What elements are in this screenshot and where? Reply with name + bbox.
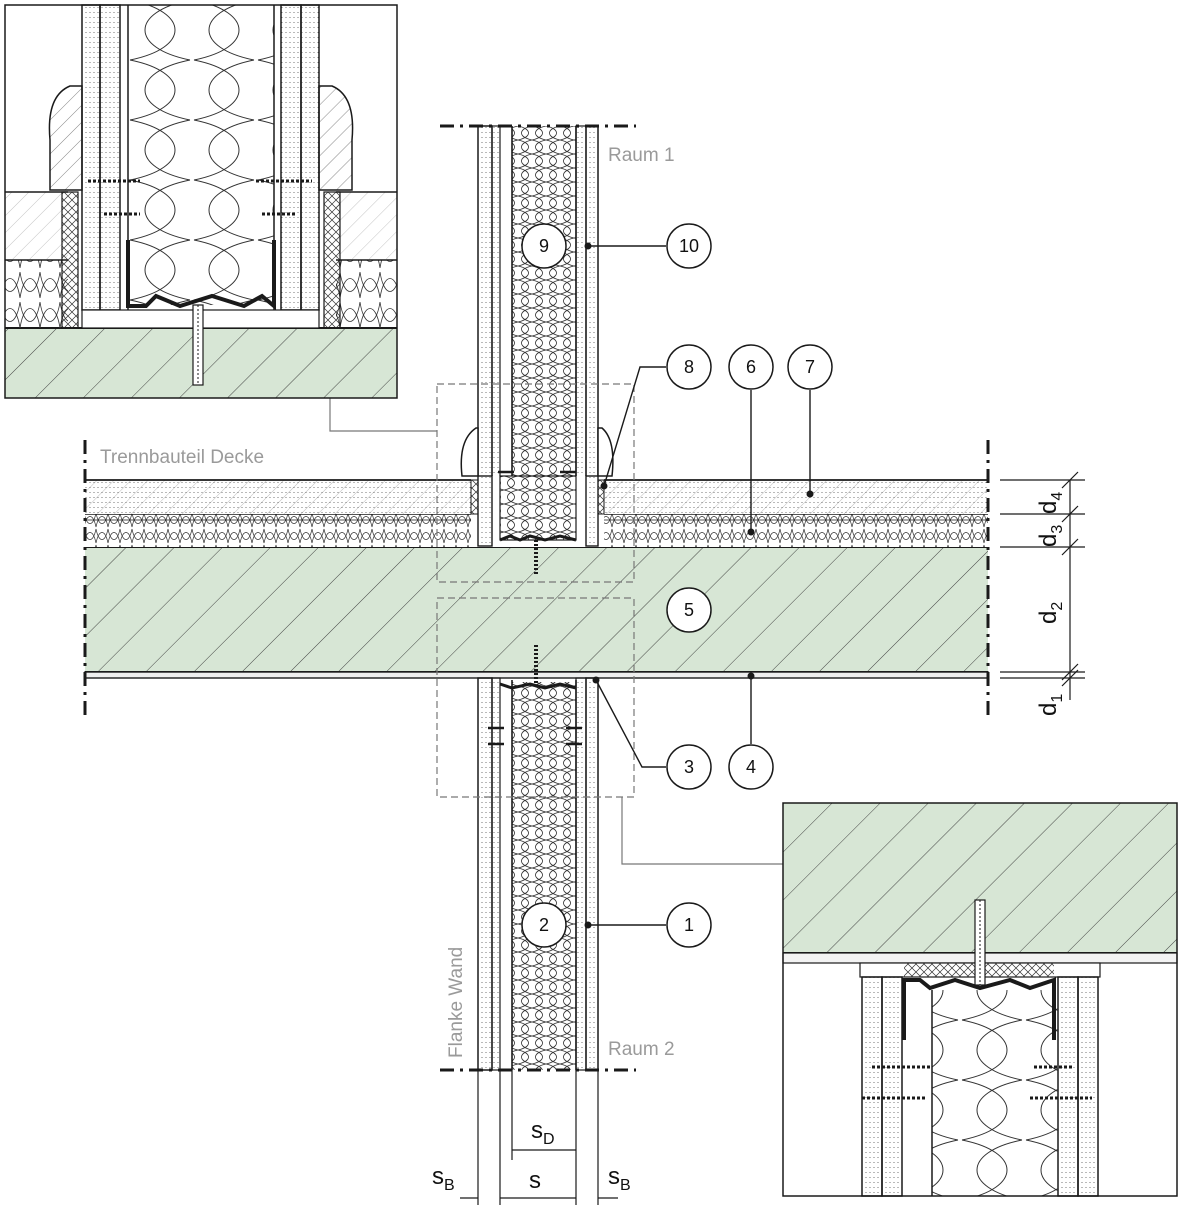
callout-1-dot <box>584 921 592 929</box>
callout-5: 5 <box>666 587 712 633</box>
inset-top-left <box>4 4 398 399</box>
svg-text:d2: d2 <box>1035 602 1066 624</box>
concrete-slab <box>85 546 988 673</box>
horizontal-dimensions <box>460 1070 618 1205</box>
dim-sB-left-sub: B <box>444 1177 455 1194</box>
callout-3-number: 3 <box>684 757 694 777</box>
callout-1-circle <box>666 902 712 948</box>
upper-wall <box>440 124 636 540</box>
callouts: 1 2 3 4 5 6 7 8 9 10 <box>521 223 833 948</box>
callout-1-number: 1 <box>684 915 694 935</box>
inset-bottom-right <box>782 802 1178 1197</box>
svg-text:d4: d4 <box>1035 492 1066 514</box>
callout-4-circle <box>728 744 774 790</box>
vertical-dimensions <box>1000 471 1085 700</box>
callout-10: 10 <box>584 223 712 269</box>
callout-10-dot <box>584 242 592 250</box>
callout-5-number: 5 <box>684 600 694 620</box>
callout-8-number: 8 <box>684 357 694 377</box>
dim-d4: d4 <box>1035 492 1066 514</box>
label-raum-2: Raum 2 <box>608 1039 675 1060</box>
dim-sD-sub: D <box>543 1131 555 1148</box>
callout-7-dot <box>806 490 814 498</box>
callout-3-circle <box>666 744 712 790</box>
label-trennbauteil-decke: Trennbauteil Decke <box>100 447 264 468</box>
callout-6-number: 6 <box>746 357 756 377</box>
dim-sD-base: s <box>531 1117 543 1144</box>
callout-2-circle <box>521 902 567 948</box>
callout-10-circle <box>666 223 712 269</box>
callout-1: 1 <box>584 902 712 948</box>
callout-6-circle <box>728 344 774 390</box>
dim-sB-right-sub: B <box>620 1177 631 1194</box>
dim-sB-right: sB <box>608 1163 631 1194</box>
dim-sB-left-base: s <box>432 1163 444 1190</box>
dim-d2-base: d <box>1035 611 1062 624</box>
callout-3-leader <box>595 679 666 768</box>
dim-d3-base: d <box>1035 534 1062 547</box>
callout-9-circle <box>521 223 567 269</box>
dim-d4-sub: 4 <box>1049 492 1066 501</box>
dim-sB-right-base: s <box>608 1163 620 1190</box>
dim-d1-sub: 1 <box>1049 694 1066 703</box>
lower-wall <box>440 645 636 1072</box>
dim-d1: d1 <box>1035 694 1066 716</box>
callout-8-dot <box>600 482 608 490</box>
dim-s-base: s <box>529 1167 541 1194</box>
callout-4-number: 4 <box>746 757 756 777</box>
dim-d3: d3 <box>1035 525 1066 547</box>
upper-wall-base <box>460 427 614 575</box>
callout-2-number: 2 <box>539 915 549 935</box>
callout-7-circle <box>787 344 833 390</box>
callout-9-number: 9 <box>539 236 549 256</box>
callout-3-dot <box>592 676 600 684</box>
dim-d3-sub: 3 <box>1049 525 1066 534</box>
callout-8-leader <box>603 366 666 487</box>
callout-5-circle <box>666 587 712 633</box>
callout-2: 2 <box>521 902 567 948</box>
callout-6: 6 <box>728 344 774 536</box>
label-flanke-wand: Flanke Wand <box>446 947 467 1058</box>
callout-8-circle <box>666 344 712 390</box>
callout-6-dot <box>747 528 755 536</box>
dim-d4-base: d <box>1035 501 1062 514</box>
callout-7: 7 <box>787 344 833 498</box>
slab-break-lines <box>83 440 990 718</box>
callout-9: 9 <box>521 223 567 269</box>
dim-sB-left: sB <box>432 1163 455 1194</box>
dim-d2: d2 <box>1035 602 1066 624</box>
callout-8: 8 <box>600 344 712 490</box>
floor-screed <box>85 479 988 514</box>
svg-text:d1: d1 <box>1035 694 1066 716</box>
dim-sD: sD <box>531 1117 555 1148</box>
callout-10-number: 10 <box>679 236 699 256</box>
callout-3: 3 <box>592 676 712 790</box>
callout-7-number: 7 <box>805 357 815 377</box>
dim-s: s <box>529 1167 541 1194</box>
dim-d2-sub: 2 <box>1049 602 1066 611</box>
dim-d1-base: d <box>1035 703 1062 716</box>
callout-4-dot <box>747 672 755 680</box>
svg-text:d3: d3 <box>1035 525 1066 547</box>
detail-leader-lines <box>329 398 783 865</box>
callout-4: 4 <box>728 672 774 790</box>
label-raum-1: Raum 1 <box>608 145 675 166</box>
